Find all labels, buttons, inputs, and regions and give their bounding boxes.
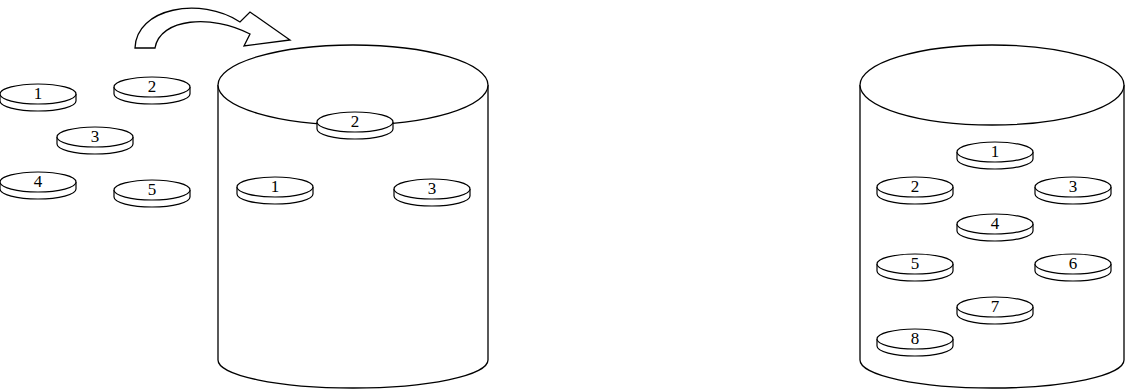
coin-number: 1 xyxy=(236,177,314,197)
coin: 6 xyxy=(1034,252,1112,282)
coin: 1 xyxy=(236,175,314,205)
transfer-arrow xyxy=(135,8,290,48)
coin-number: 7 xyxy=(956,297,1034,317)
coin-number: 4 xyxy=(956,214,1034,234)
coin-number: 5 xyxy=(876,254,954,274)
coin: 1 xyxy=(956,140,1034,170)
coin: 3 xyxy=(1034,175,1112,205)
coin: 5 xyxy=(876,252,954,282)
coin-number: 2 xyxy=(113,77,191,97)
coin-number: 4 xyxy=(0,172,77,192)
coin: 7 xyxy=(956,295,1034,325)
jar-body xyxy=(860,85,1124,388)
coin-number: 2 xyxy=(876,177,954,197)
jar-rim xyxy=(860,45,1124,125)
coin-number: 2 xyxy=(316,112,394,132)
coin-number: 3 xyxy=(56,127,134,147)
coin-number: 1 xyxy=(956,142,1034,162)
coin: 8 xyxy=(876,327,954,357)
coin: 3 xyxy=(393,177,471,207)
coin: 2 xyxy=(113,75,191,105)
coin: 1 xyxy=(0,82,77,112)
coin-number: 3 xyxy=(393,179,471,199)
coin: 4 xyxy=(0,170,77,200)
coin: 4 xyxy=(956,212,1034,242)
coin-number: 1 xyxy=(0,84,77,104)
coin: 3 xyxy=(56,125,134,155)
coin-number: 6 xyxy=(1034,254,1112,274)
coin: 2 xyxy=(316,110,394,140)
coin-number: 3 xyxy=(1034,177,1112,197)
coin: 5 xyxy=(113,178,191,208)
jar-body xyxy=(218,85,488,388)
coin-number: 8 xyxy=(876,329,954,349)
coin: 2 xyxy=(876,175,954,205)
coin-number: 5 xyxy=(113,180,191,200)
